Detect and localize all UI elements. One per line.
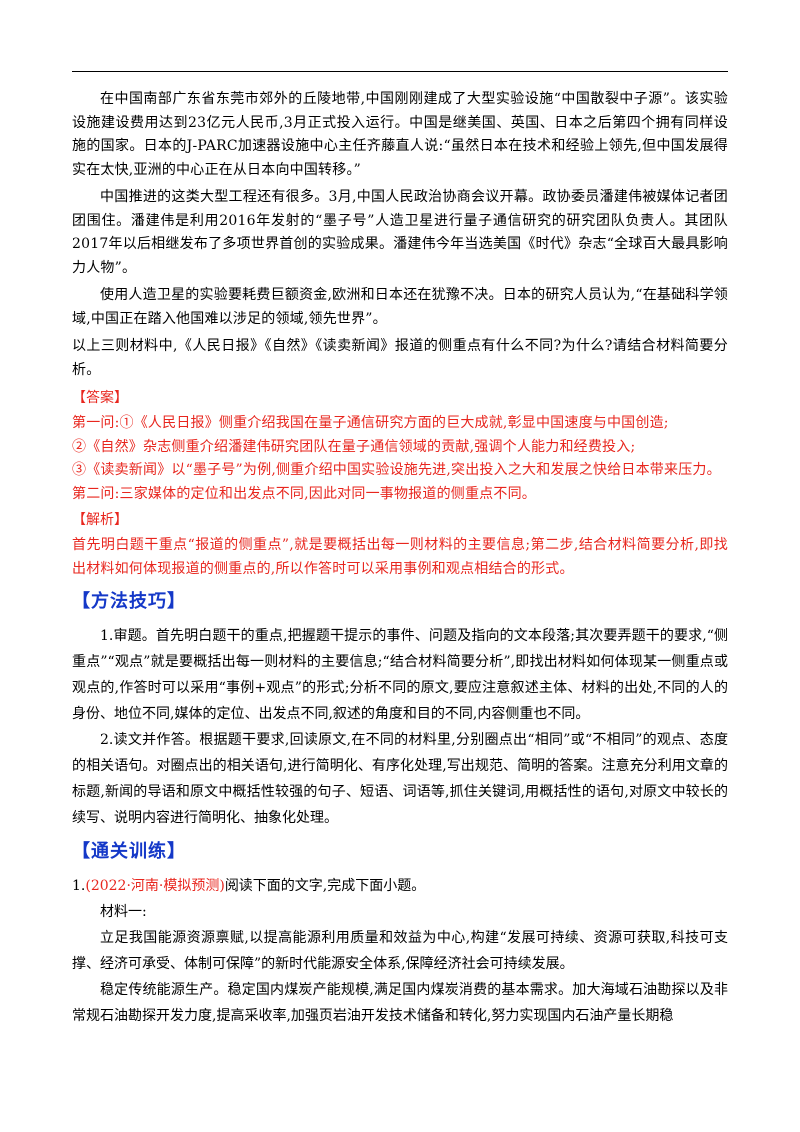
passage-paragraph-3: 使用人造卫星的实验要耗费巨额资金,欧洲和日本还在犹豫不决。日本的研究人员认为,“… [72, 287, 728, 327]
material-label: 材料一: [100, 904, 147, 920]
methods-heading: 【方法技巧】 [72, 591, 186, 612]
answer-line-3: ③《读卖新闻》以“墨子号”为例,侧重介绍中国实验设施先进,突出投入之大和发展之快… [72, 462, 721, 478]
question-source: (2022·河南·模拟预测) [85, 878, 225, 894]
answer-line-4: 第二问:三家媒体的定位和出发点不同,因此对同一事物报道的侧重点不同。 [72, 485, 536, 502]
material-paragraph-2: 稳定传统能源生产。稳定国内煤炭产能规模,满足国内煤炭消费的基本需求。加大海域石油… [72, 982, 728, 1024]
document-body: 在中国南部广东省东莞市郊外的丘陵地带,中国刚刚建成了大型实验设施“中国散裂中子源… [72, 88, 728, 1029]
answer-tag: 【答案】 [72, 390, 128, 406]
passage-paragraph-1: 在中国南部广东省东莞市郊外的丘陵地带,中国刚刚建成了大型实验设施“中国散裂中子源… [72, 91, 728, 178]
analysis-text: 首先明白题干重点“报道的侧重点”,就是要概括出每一则材料的主要信息;第二步,结合… [72, 537, 728, 577]
training-question: 1.(2022·河南·模拟预测)阅读下面的文字,完成下面小题。 [72, 873, 728, 899]
question-instruction: 阅读下面的文字,完成下面小题。 [224, 878, 426, 894]
analysis-tag: 【解析】 [72, 512, 128, 528]
material-paragraph-1: 立足我国能源资源禀赋,以提高能源利用质量和效益为中心,构建“发展可持续、资源可获… [72, 930, 728, 972]
answer-line-2: ②《自然》杂志侧重介绍潘建伟研究团队在量子通信领域的贡献,强调个人能力和经费投入… [72, 438, 636, 455]
methods-paragraph-2: 2.读文并作答。根据题干要求,回读原文,在不同的材料里,分别圈点出“相同”或“不… [72, 732, 728, 826]
methods-paragraph-1: 1.审题。首先明白题干的重点,把握题干提示的事件、问题及指向的文本段落;其次要弄… [72, 628, 728, 722]
passage-paragraph-2: 中国推进的这类大型工程还有很多。3月,中国人民政治协商会议开幕。政协委员潘建伟被… [72, 189, 728, 276]
question-number: 1. [72, 878, 86, 894]
question-text: 以上三则材料中,《人民日报》《自然》《读卖新闻》报道的侧重点有什么不同?为什么?… [72, 338, 728, 378]
answer-line-1: 第一问:①《人民日报》侧重介绍我国在量子通信研究方面的巨大成就,彰显中国速度与中… [72, 415, 669, 431]
training-heading: 【通关训练】 [72, 841, 186, 862]
header-rule [72, 71, 728, 72]
